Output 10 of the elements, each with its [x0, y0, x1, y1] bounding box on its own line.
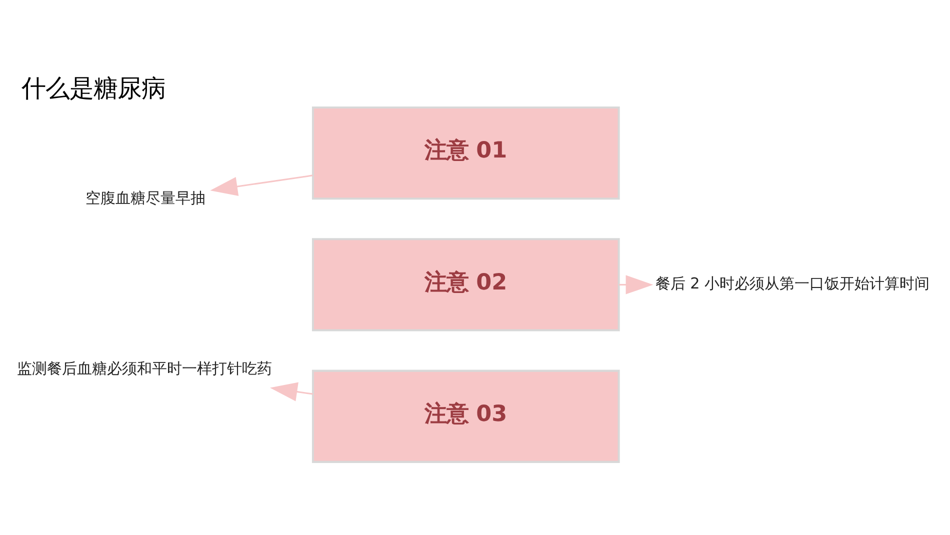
node-text: 监测餐后血糖必须和平时一样打针吃药: [17, 359, 272, 378]
node-box: 注意 03: [312, 370, 620, 463]
node-box: 注意 02: [312, 238, 620, 332]
node-text: 餐后 2 小时必须从第一口饭开始计算时间: [655, 274, 930, 292]
arrow: [210, 174, 313, 196]
arrow: [270, 382, 314, 402]
node-text: 空腹血糖尽量早抽: [86, 189, 206, 208]
arrow: [618, 275, 654, 294]
node-box: 注意 01: [312, 106, 620, 200]
diagram-title: 什么是糖尿病: [21, 74, 166, 103]
